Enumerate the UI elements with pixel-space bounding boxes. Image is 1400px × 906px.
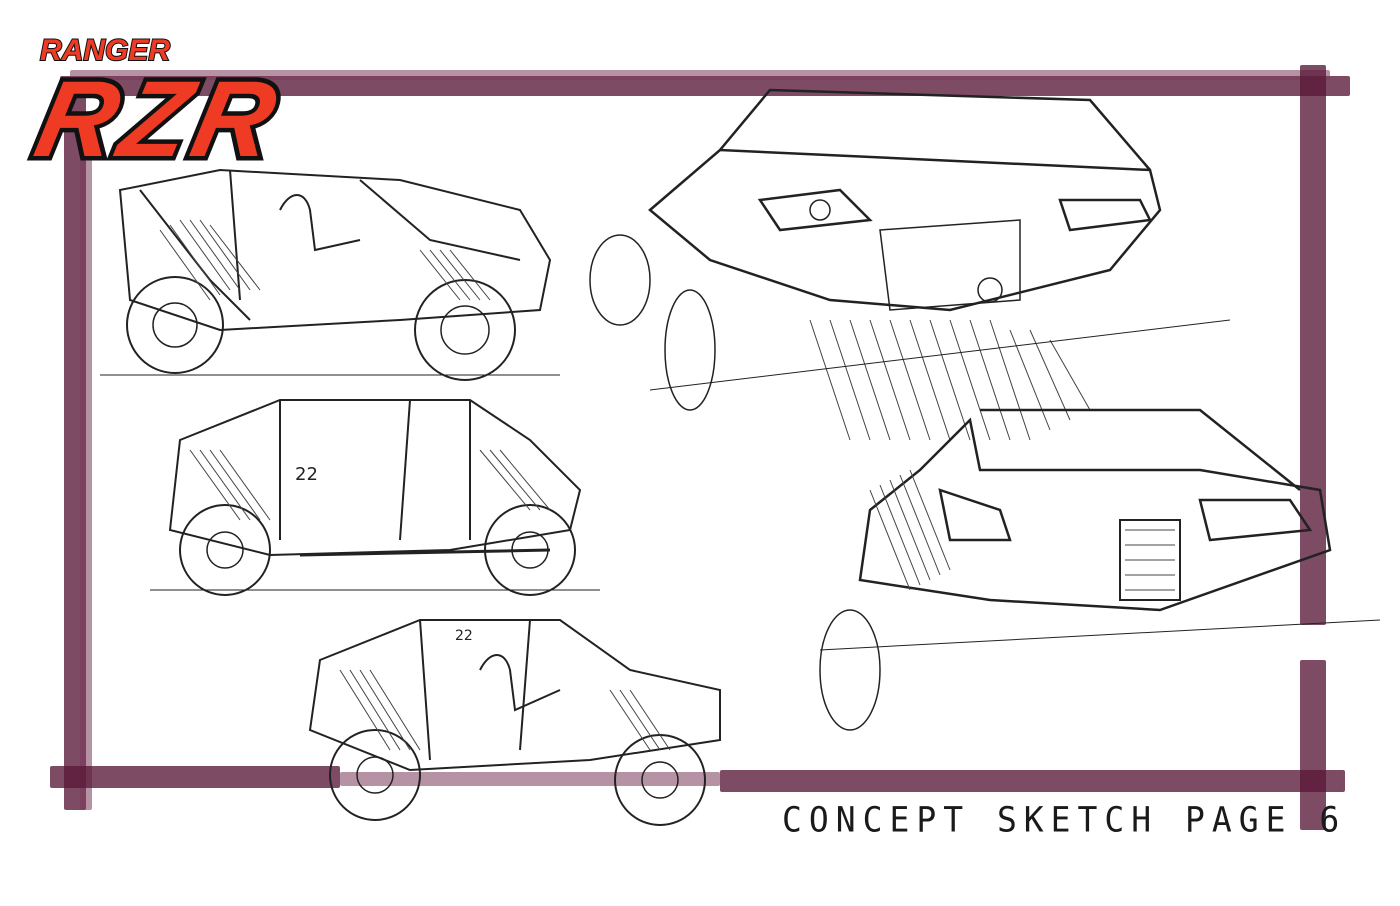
svg-text:RANGER: RANGER — [40, 34, 170, 67]
svg-text:22: 22 — [455, 628, 473, 644]
frame-bottom-bar-shadow — [340, 772, 720, 786]
rear-three-quarter-sketch — [819, 408, 1381, 731]
side-view-sketch-1 — [100, 168, 560, 381]
page-caption: CONCEPT SKETCH PAGE 6 — [782, 799, 1347, 840]
side-view-sketch-3: 22 — [308, 619, 721, 826]
side-view-sketch-2: 22 — [150, 399, 600, 596]
ranger-rzr-logo: RANGER RZR — [22, 33, 297, 184]
front-three-quarter-sketch — [589, 88, 1231, 441]
svg-text:22: 22 — [295, 464, 318, 485]
frame-left-bar-shadow — [80, 120, 92, 810]
svg-text:RZR: RZR — [26, 59, 292, 180]
frame-right-bar-lower — [1300, 660, 1326, 830]
frame-bottom-bar — [50, 766, 340, 788]
frame-top-bar-shadow — [70, 70, 1330, 80]
frame-bottom-bar-right — [720, 770, 1345, 792]
frame-top-bar — [60, 76, 1350, 96]
